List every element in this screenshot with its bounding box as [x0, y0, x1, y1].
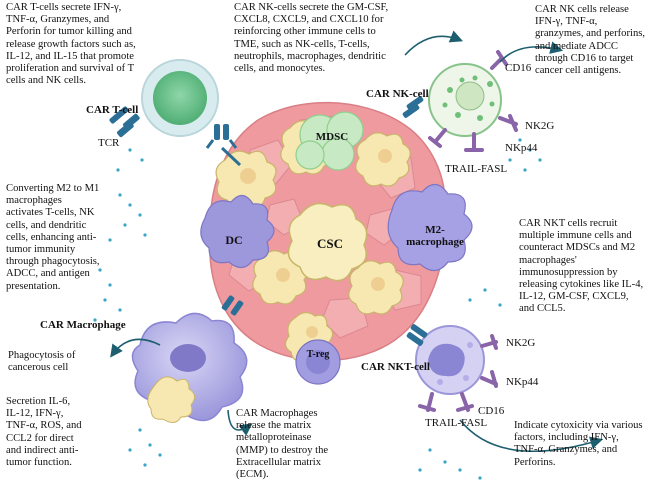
- cd16-bottom-label: CD16: [478, 405, 505, 417]
- car-nk-cell-icon: [402, 50, 518, 152]
- trail-fasl-top-label: TRAIL-FASL: [445, 163, 508, 175]
- process-arrows: [110, 30, 604, 453]
- cd16-top-label: CD16: [505, 62, 532, 74]
- car-nkt-cell-icon: [406, 324, 498, 412]
- nkp44-bottom-label: NKp44: [506, 376, 539, 388]
- tumor-mass-icon: [200, 101, 473, 385]
- mmp-description: CAR Macrophages release the matrix metal…: [236, 408, 329, 481]
- cytotoxicity-description: Indicate cytoxicity via various factors,…: [514, 420, 643, 468]
- car-t-cell-label: CAR T-cell: [86, 104, 139, 116]
- nk2g-bottom-label: NK2G: [506, 337, 536, 349]
- mdsc-label: MDSC: [315, 131, 349, 143]
- cytokine-dots: [93, 138, 542, 480]
- treg-label: T-reg: [306, 349, 330, 360]
- car-t-cell-icon: [109, 59, 242, 167]
- t-cell-description: CAR T-cells secrete IFN-γ, TNF-α, Granzy…: [6, 2, 136, 87]
- car-nk-cell-label: CAR NK-cell: [366, 88, 429, 100]
- tcr-label: TCR: [98, 137, 120, 149]
- m2-m1-conversion-description: Converting M2 to M1 macrophages activate…: [6, 183, 100, 292]
- phagocytosis-description: Phagocytosis of cancerous cell: [8, 350, 76, 374]
- car-macrophage-label: CAR Macrophage: [40, 319, 126, 331]
- nk-cell-secretion-description: CAR NK-cells secrete the GM-CSF, CXCL8, …: [234, 2, 389, 75]
- trail-fasl-bottom-label: TRAIL-FASL: [425, 417, 488, 429]
- nkt-cell-recruit-description: CAR NKT cells recruit multiple immune ce…: [519, 218, 644, 315]
- car-nkt-cell-label: CAR NKT-cell: [361, 361, 430, 373]
- m2-macrophage-label: M2- macrophage: [406, 224, 464, 248]
- csc-label: CSC: [316, 236, 343, 251]
- car-macrophage-icon: [131, 295, 248, 423]
- nk-cell-release-description: CAR NK cells release IFN-γ, TNF-α, granz…: [535, 4, 646, 77]
- nkp44-top-label: NKp44: [505, 142, 538, 154]
- dc-label: DC: [225, 233, 243, 247]
- secretion-description: Secretion IL-6, IL-12, IFN-γ, TNF-α, ROS…: [6, 396, 82, 469]
- nk2g-top-label: NK2G: [525, 120, 555, 132]
